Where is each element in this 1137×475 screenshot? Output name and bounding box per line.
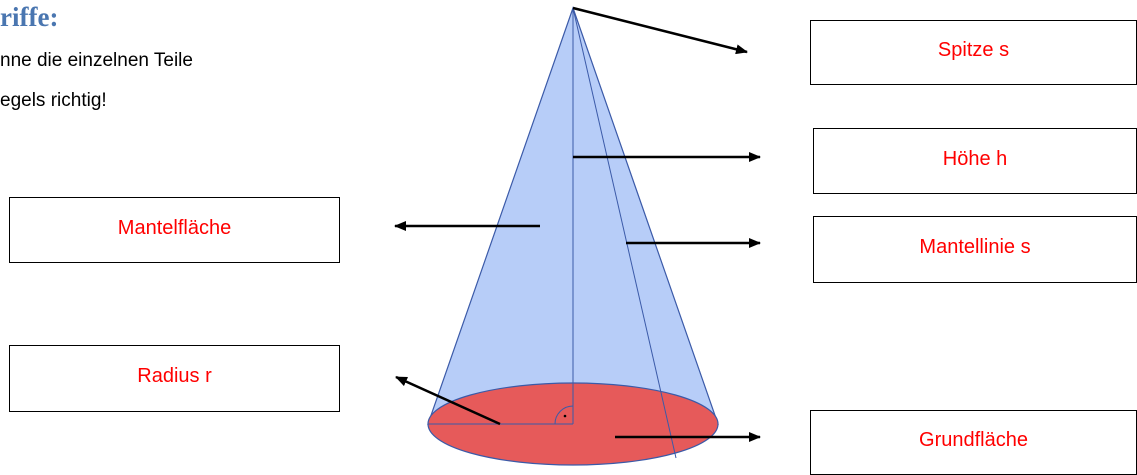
label-box-lateral-surface: Mantelfläche — [9, 197, 340, 263]
instruction-line-1: nne die einzelnen Teile — [0, 50, 193, 71]
arrow-radius — [395, 375, 501, 426]
arrow-apex — [572, 6, 748, 55]
label-box-apex: Spitze s — [810, 20, 1137, 85]
label-box-slant-height: Mantellinie s — [813, 216, 1137, 283]
instruction-line-2: egels richtig! — [0, 90, 107, 111]
label-box-radius: Radius r — [9, 345, 340, 412]
cone-slant-line — [572, 7, 677, 459]
label-box-base: Grundfläche — [810, 410, 1137, 475]
label-box-height: Höhe h — [813, 128, 1137, 194]
worksheet-heading: riffe: — [0, 2, 59, 32]
right-angle-marker — [554, 405, 574, 425]
right-angle-dot — [563, 414, 567, 418]
